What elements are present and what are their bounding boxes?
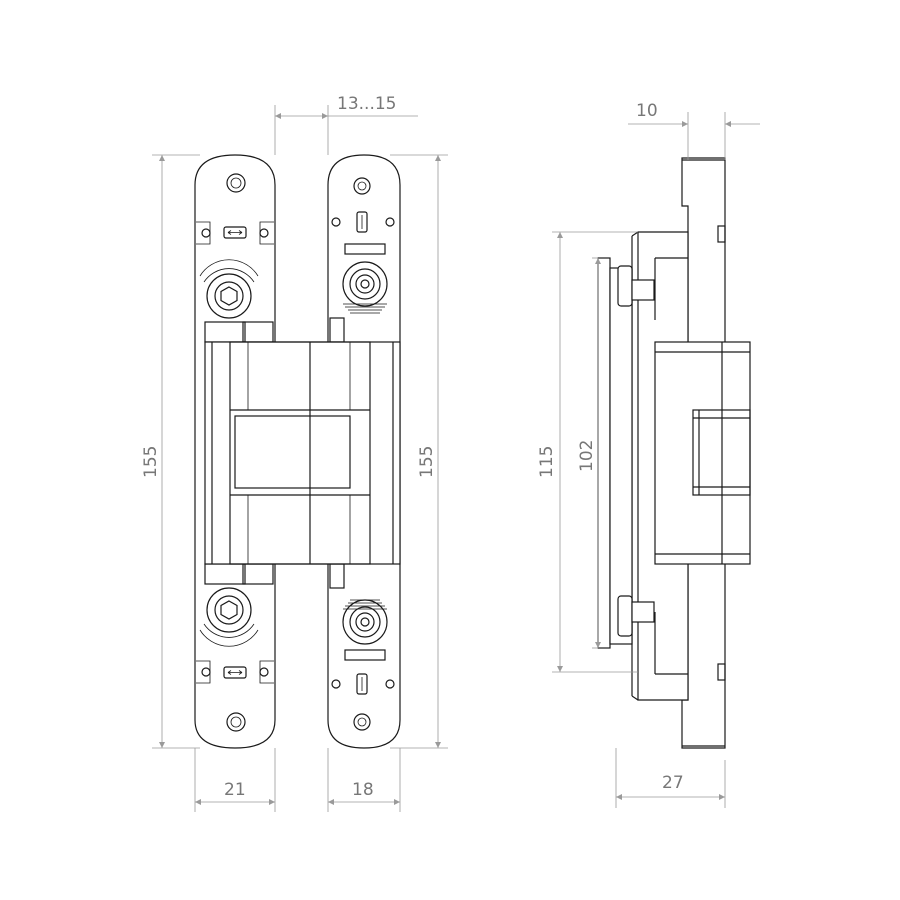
dim-label-side-outer-height: 115 (537, 446, 557, 478)
dim-label-side-inner-height: 102 (577, 440, 597, 472)
dimension-lines (152, 105, 760, 812)
dim-label-right-height: 155 (417, 446, 437, 478)
dim-label-gap: 13...15 (337, 94, 396, 114)
dim-label-side-depth: 27 (662, 773, 684, 793)
hinge-side-view (597, 157, 751, 749)
dimension-labels: 13...15 155 155 21 18 10 115 102 27 (141, 94, 684, 800)
dim-label-left-width: 21 (224, 780, 246, 800)
dim-label-side-top: 10 (636, 101, 658, 121)
dim-label-left-height: 155 (141, 446, 161, 478)
top-nut-knurl (343, 303, 387, 314)
hinge-knuckle-body (204, 341, 401, 565)
dim-label-right-width: 18 (352, 780, 374, 800)
